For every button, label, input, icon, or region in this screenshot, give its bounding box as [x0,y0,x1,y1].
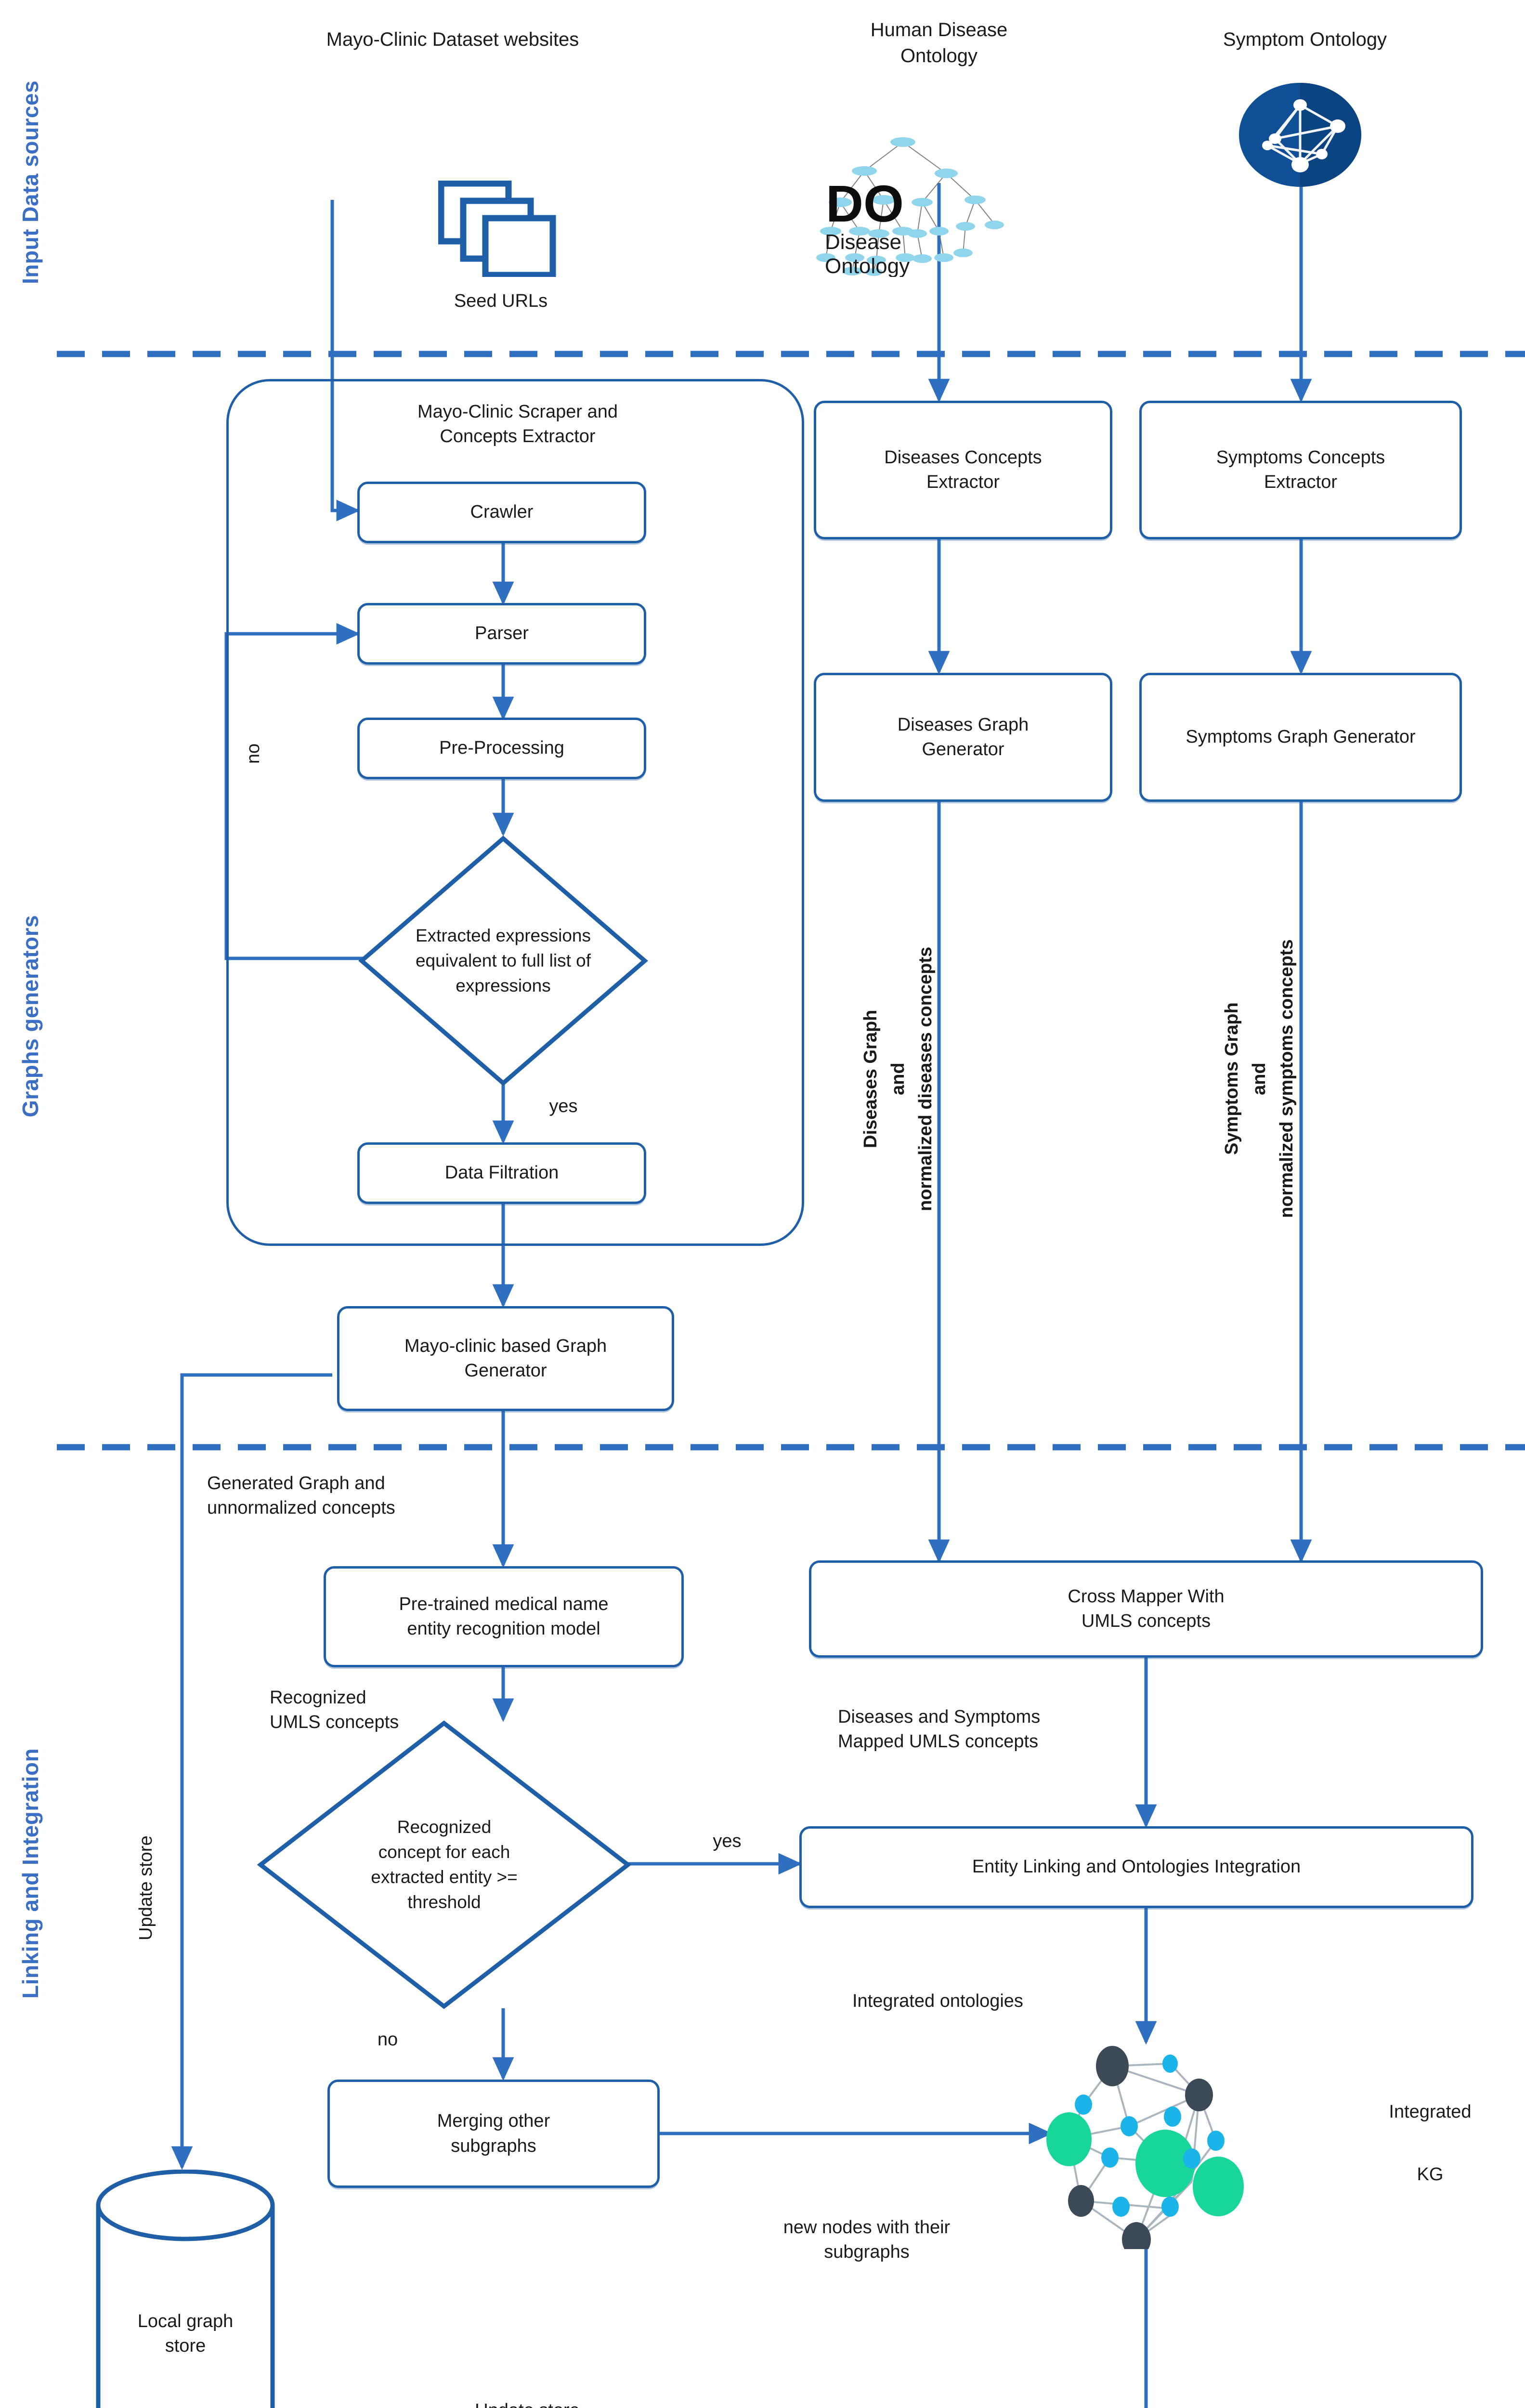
node-symptoms-graph-generator-label: Symptoms Graph Generator [1186,727,1416,747]
node-parser[interactable]: Parser [357,603,646,665]
node-mayo-clinic-based-graph-generator[interactable]: Mayo-clinic based Graph Generator [337,1306,674,1411]
mayo-clinic-scraper-group [226,379,804,1246]
node-diseases-concepts-extractor[interactable]: Diseases Concepts Extractor [814,401,1112,539]
node-symptoms-concepts-extractor-label: Symptoms Concepts Extractor [1216,447,1385,492]
node-cross-mapper-umls[interactable]: Cross Mapper With UMLS concepts [809,1560,1483,1658]
node-mayo-graph-generator-label: Mayo-clinic based Graph Generator [404,1335,607,1381]
node-entity-linking-ontologies-integration[interactable]: Entity Linking and Ontologies Integratio… [799,1826,1473,1908]
edge-label-update-store-bottom: Update store [419,2398,636,2408]
edge-label-scraper-no: no [243,743,263,764]
symptom-ontology-logo [1223,82,1377,188]
mayo-clinic-scraper-group-title: Mayo-Clinic Scraper and Concepts Extract… [417,402,618,447]
node-pre-processing[interactable]: Pre-Processing [357,718,646,779]
seed-urls-caption: Seed URLs [454,291,548,311]
section-label-linking-and-integration: Linking and Integration [18,1748,43,1999]
local-graph-store-label: Local graph store [137,2311,234,2356]
edge-label-mapped-umls: Diseases and Symptoms Mapped UMLS concep… [838,1707,1041,1752]
node-merging-other-subgraphs[interactable]: Merging other subgraphs [327,2080,660,2188]
edge-label-threshold-yes: yes [713,1831,742,1851]
source-title-symptom-ontology: Symptom Ontology [1223,29,1387,50]
node-crawler-label: Crawler [470,502,534,523]
svg-text:DO: DO [826,174,904,233]
node-crawler[interactable]: Crawler [357,482,646,543]
integrated-kg-caption-line2: KG [1417,2164,1444,2185]
decision-expressions-equivalent[interactable]: Extracted expressions equivalent to full… [358,836,648,1086]
source-title-mayo-clinic: Mayo-Clinic Dataset websites [326,29,579,50]
integrated-kg-graph [1026,2037,1266,2249]
node-symptoms-graph-generator[interactable]: Symptoms Graph Generator [1139,673,1462,802]
node-data-filtration-label: Data Filtration [444,1163,559,1183]
edge-label-integrated-ontologies: Integrated ontologies [852,1991,1023,2011]
node-entity-linking-label: Entity Linking and Ontologies Integratio… [972,1857,1301,1877]
section-label-graphs-generators: Graphs generators [18,915,43,1117]
disease-ontology-logo: DO Disease Ontology [807,123,1009,277]
node-diseases-concepts-extractor-label: Diseases Concepts Extractor [884,447,1042,492]
node-pretrained-ner-model[interactable]: Pre-trained medical name entity recognit… [324,1566,684,1667]
node-pre-processing-label: Pre-Processing [439,738,564,759]
edge-label-threshold-no: no [377,2029,398,2050]
node-diseases-graph-generator-label: Diseases Graph Generator [897,714,1029,759]
do-logo-line2: Ontology [825,254,910,277]
edge-label-scraper-yes: yes [549,1096,578,1116]
edge-label-new-nodes-subgraphs: new nodes with their subgraphs [783,2217,951,2263]
node-cross-mapper-label: Cross Mapper With UMLS concepts [1068,1586,1225,1631]
edge-label-recognized-umls: Recognized UMLS concepts [270,1688,399,1733]
edge-label-diseases-pipe: Diseases Graph and normalized diseases c… [860,946,936,1211]
edge-label-update-store-left: Update store [136,1835,156,1940]
section-label-input-data-sources: Input Data sources [18,80,43,284]
stacked-pages-icon [438,181,583,277]
do-logo-line1: Disease [825,230,901,254]
node-parser-label: Parser [475,623,529,644]
source-title-human-disease-ontology: Human Disease Ontology [870,19,1008,66]
decision-concept-threshold[interactable]: Recognized concept for each extracted en… [257,1720,632,2009]
node-symptoms-concepts-extractor[interactable]: Symptoms Concepts Extractor [1139,401,1462,539]
node-ner-model-label: Pre-trained medical name entity recognit… [399,1594,609,1639]
node-data-filtration[interactable]: Data Filtration [357,1142,646,1204]
node-diseases-graph-generator[interactable]: Diseases Graph Generator [814,673,1112,802]
node-merging-subgraphs-label: Merging other subgraphs [437,2111,550,2156]
edge-label-generated-graph: Generated Graph and unnormalized concept… [207,1473,395,1518]
local-graph-store[interactable]: Local graph store [91,2170,279,2408]
integrated-kg-caption-line1: Integrated [1389,2102,1472,2122]
edge-label-symptoms-pipe: Symptoms Graph and normalized symptoms c… [1222,939,1297,1218]
